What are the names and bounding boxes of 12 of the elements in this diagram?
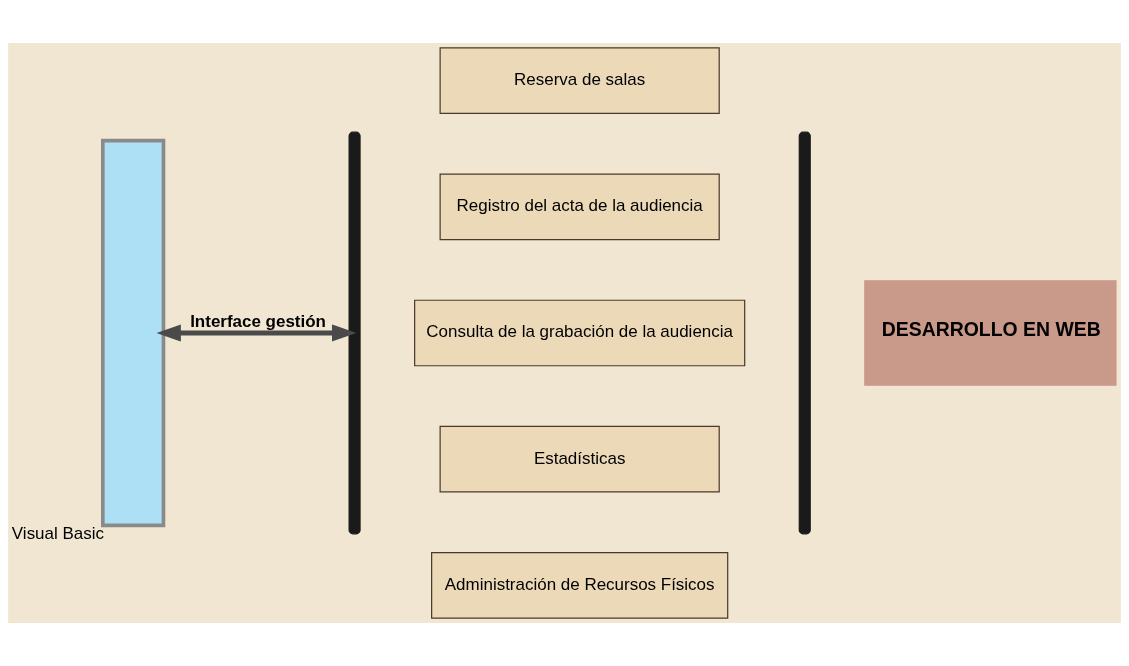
- node-box: Administración de Recursos Físicos: [431, 552, 729, 619]
- node-bracket: [798, 131, 811, 535]
- node-box: Reserva de salas: [439, 47, 720, 114]
- node-box: Registro del acta de la audiencia: [439, 173, 720, 241]
- edge-label: Interface gestión: [190, 312, 326, 332]
- node-bracket: [348, 131, 361, 535]
- node-box: Estadísticas: [439, 425, 720, 493]
- node-box: DESARROLLO EN WEB: [864, 280, 1117, 386]
- arrow: [156, 324, 357, 342]
- node-bar: [101, 138, 166, 528]
- node-box: Consulta de la grabación de la audiencia: [414, 299, 746, 367]
- node-label: Visual Basic: [11, 523, 104, 543]
